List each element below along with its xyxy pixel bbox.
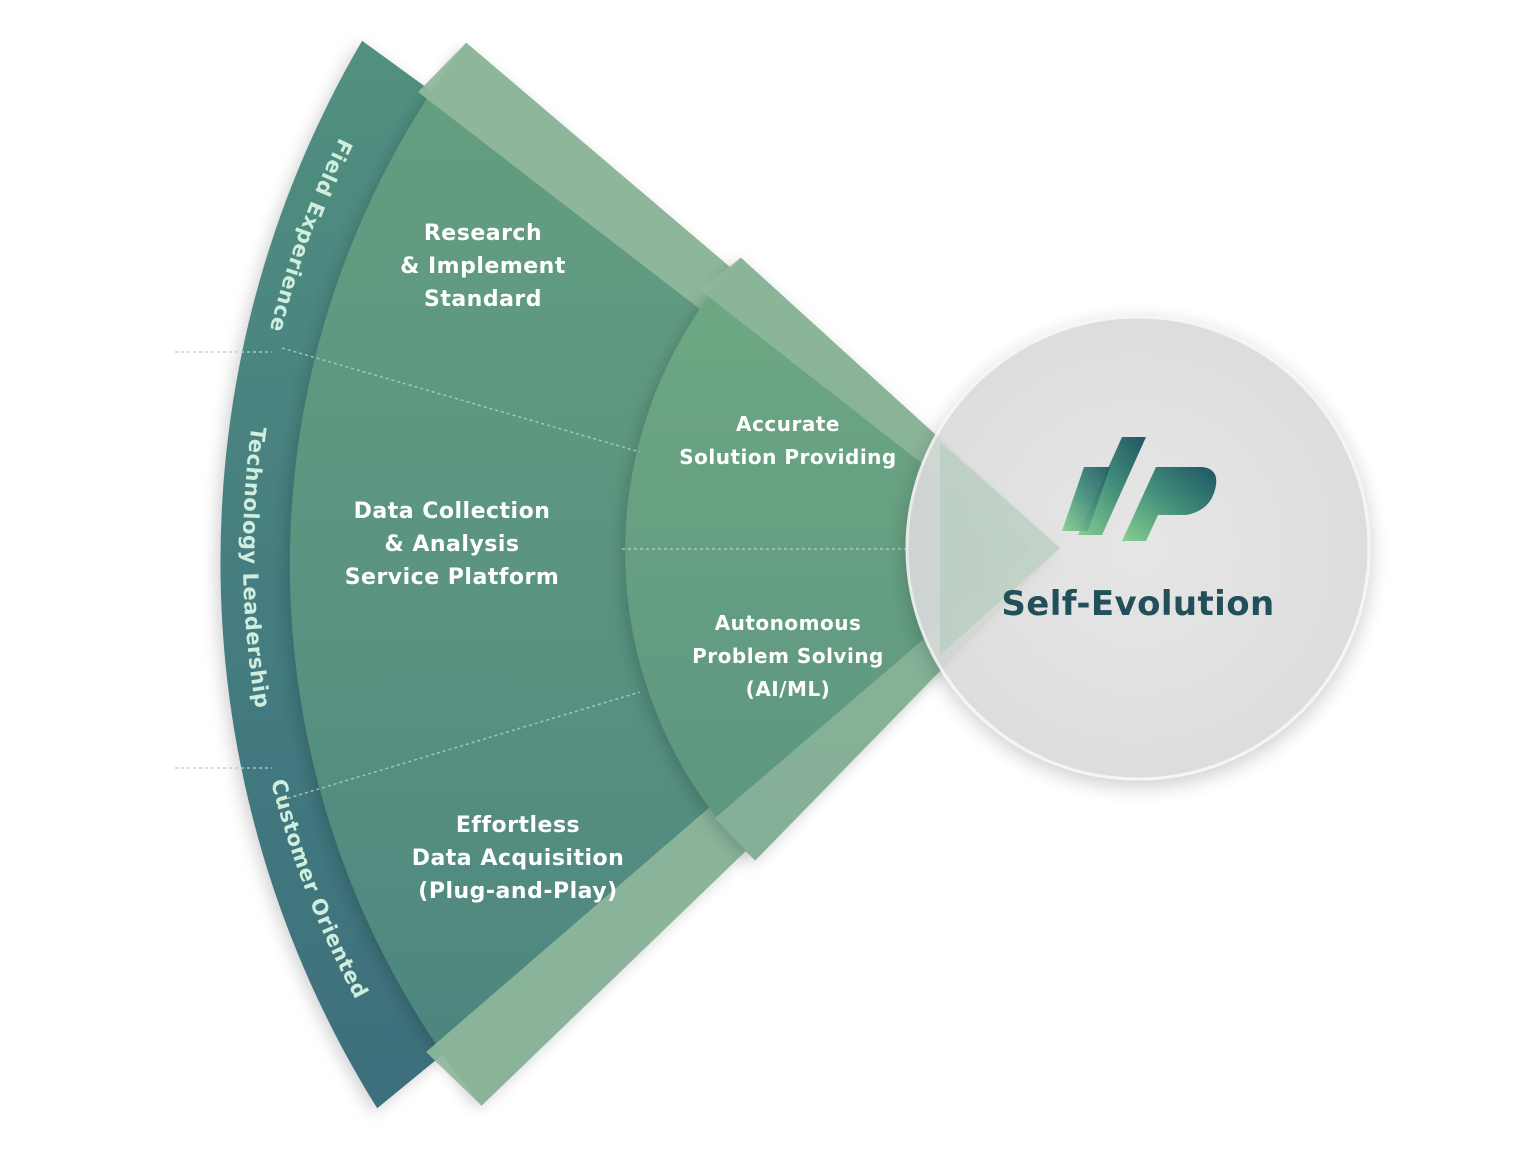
- middle-item-data-collection: Data Collection & Analysis Service Platf…: [345, 499, 560, 590]
- inner-item-accurate-line-2: Solution Providing: [679, 445, 896, 469]
- middle-item-research: Research & Implement Standard: [400, 221, 566, 312]
- arrow-tip: [940, 442, 1060, 655]
- inner-item-autonomous-line-3: (AI/ML): [746, 677, 831, 701]
- middle-item-data-collection-line-1: Data Collection: [354, 499, 551, 524]
- hub-title: Self-Evolution: [1001, 584, 1274, 624]
- middle-item-research-line-1: Research: [424, 221, 542, 246]
- middle-item-effortless-line-2: Data Acquisition: [412, 846, 625, 871]
- middle-item-data-collection-line-3: Service Platform: [345, 565, 560, 590]
- middle-item-data-collection-line-2: & Analysis: [385, 532, 520, 557]
- middle-item-effortless-line-3: (Plug-and-Play): [418, 879, 617, 904]
- inner-item-accurate: Accurate Solution Providing: [679, 412, 896, 469]
- inner-item-autonomous-line-2: Problem Solving: [692, 644, 884, 668]
- middle-item-research-line-3: Standard: [424, 287, 542, 312]
- inner-item-accurate-line-1: Accurate: [736, 412, 840, 436]
- middle-item-research-line-2: & Implement: [400, 254, 566, 279]
- middle-item-effortless-line-1: Effortless: [456, 813, 580, 838]
- inner-ring: [625, 257, 1060, 861]
- inner-item-autonomous-line-1: Autonomous: [715, 611, 862, 635]
- hub-circle: [905, 315, 1371, 781]
- middle-item-effortless: Effortless Data Acquisition (Plug-and-Pl…: [412, 813, 625, 904]
- dp-logo-icon: [1062, 437, 1217, 541]
- inner-item-autonomous: Autonomous Problem Solving (AI/ML): [692, 611, 884, 701]
- dividers: [175, 347, 935, 801]
